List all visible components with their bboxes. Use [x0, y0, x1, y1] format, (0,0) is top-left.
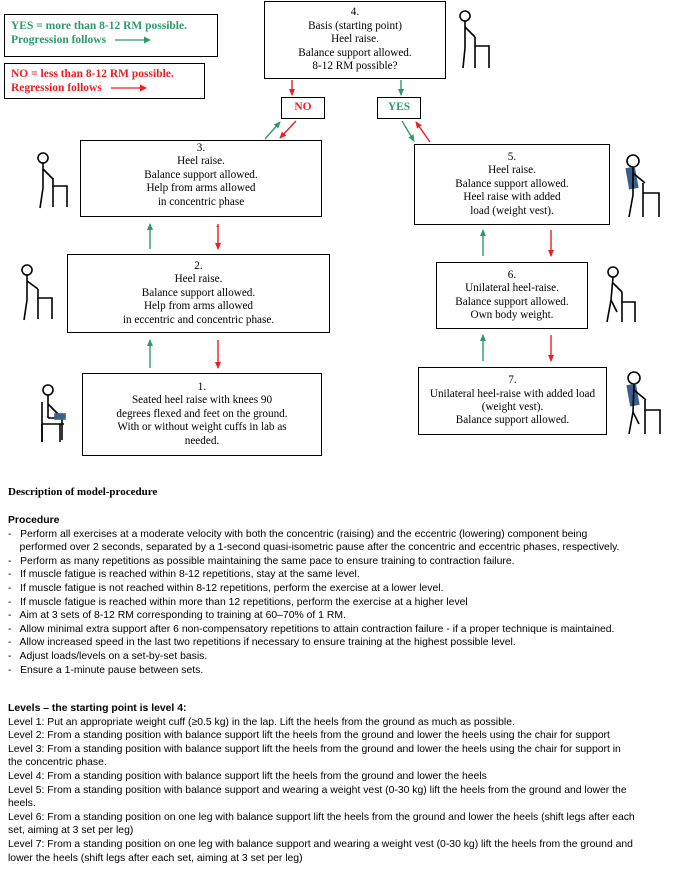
- level-5-box: 5.Heel raise.Balance support allowed.Hee…: [414, 144, 610, 225]
- no-tag: NO: [281, 97, 325, 119]
- person-weight-vest-icon: [626, 371, 661, 435]
- arrow-yes-to-5: [401, 120, 415, 142]
- legend-yes: YES = more than 8-12 RM possible. Progre…: [4, 14, 218, 57]
- procedure-item: - If muscle fatigue is reached within 8-…: [8, 569, 360, 581]
- b7-line: 7.: [508, 374, 517, 387]
- legend-yes-sub: Progression follows: [11, 33, 211, 47]
- level-description: Level 6: From a standing position on one…: [8, 811, 635, 823]
- level-description: Level 3: From a standing position with b…: [8, 743, 621, 755]
- b2-line: 2.: [194, 259, 203, 272]
- b7-line: Unilateral heel-raise with added load: [429, 387, 596, 400]
- person-one-leg-icon: [606, 266, 636, 323]
- b1-line: Seated heel raise with knees 90: [131, 394, 273, 407]
- level-description: lower the heels (shift legs after each s…: [8, 852, 303, 864]
- b5-line: load (weight vest).: [470, 204, 554, 217]
- b1-line: With or without weight cuffs in lab as: [117, 421, 287, 434]
- level-description: Level 7: From a standing position on one…: [8, 838, 633, 850]
- person-weight-vest-icon: [625, 154, 660, 218]
- b4-line: 8-12 RM possible?: [312, 60, 398, 73]
- b7-line: Balance support allowed.: [455, 414, 570, 427]
- b1-line: degrees flexed and feet on the ground.: [116, 407, 288, 420]
- green-arrow-icon: [114, 36, 151, 44]
- level-4-box: 4.Basis (starting point)Heel raise.Balan…: [264, 1, 446, 79]
- levels-list: Level 1: Put an appropriate weight cuff …: [8, 716, 683, 866]
- b5-line: Balance support allowed.: [455, 177, 569, 190]
- person-standing-chair-icon: [21, 264, 53, 321]
- b4-line: Balance support allowed.: [298, 46, 412, 59]
- b4-line: Basis (starting point): [308, 19, 402, 32]
- b2-line: in eccentric and concentric phase.: [122, 313, 275, 326]
- b5-line: Heel raise with added: [463, 191, 561, 204]
- legend-no-sub: Regression follows: [11, 81, 198, 95]
- level-description: Level 4: From a standing position with b…: [8, 770, 487, 782]
- level-description: the concentric phase.: [8, 757, 107, 769]
- procedure-item: performed over 2 seconds, separated by a…: [8, 542, 620, 554]
- person-standing-chair-icon: [37, 152, 68, 209]
- legend-no: NO = less than 8-12 RM possible. Regress…: [4, 63, 205, 99]
- levels-section: Levels – the starting point is level 4: …: [8, 702, 683, 865]
- legend-yes-title: YES = more than 8-12 RM possible.: [11, 20, 187, 32]
- level-2-box: 2.Heel raise.Balance support allowed.Hel…: [67, 254, 330, 333]
- procedure-item: - Perform all exercises at a moderate ve…: [8, 528, 588, 540]
- procedure-item: - Allow increased speed in the last two …: [8, 637, 516, 649]
- procedure-item: - If muscle fatigue is reached within mo…: [8, 596, 468, 608]
- b2-line: Heel raise.: [174, 273, 223, 286]
- b2-line: Help from arms allowed: [143, 300, 254, 313]
- procedure-item: - If muscle fatigue is not reached withi…: [8, 582, 444, 594]
- b3-line: 3.: [196, 141, 206, 154]
- description-title: Description of model-procedure: [8, 486, 158, 498]
- level-description: heels.: [8, 798, 36, 810]
- levels-title: Levels – the starting point is level 4:: [8, 703, 187, 714]
- b7-line: (weight vest).: [481, 401, 544, 413]
- person-seated-icon: [41, 384, 66, 442]
- level-description: Level 2: From a standing position with b…: [8, 730, 610, 742]
- b3-line: Balance support allowed.: [144, 168, 258, 181]
- red-arrow-icon: [110, 84, 147, 92]
- legend-yes-sub-text: Progression follows: [11, 34, 107, 46]
- b4-line: 4.: [350, 6, 360, 19]
- b5-line: 5.: [507, 150, 517, 163]
- level-6-box: 6.Unilateral heel-raise.Balance support …: [436, 262, 588, 329]
- level-7-box: 7.Unilateral heel-raise with added load(…: [418, 367, 607, 435]
- arrow-5-to-yes: [415, 121, 431, 143]
- procedure-item: - Adjust loads/levels on a set-by-set ba…: [8, 650, 208, 662]
- b3-line: Help from arms allowed: [146, 182, 256, 195]
- yes-tag: YES: [377, 97, 421, 119]
- b2-line: Balance support allowed.: [141, 286, 256, 299]
- person-standing-chair-icon: [459, 10, 490, 69]
- b3-line: in concentric phase: [157, 195, 245, 208]
- procedure-item: - Aim at 3 sets of 8-12 RM corresponding…: [8, 610, 346, 622]
- b1-line: needed.: [184, 434, 220, 447]
- b6-line: Own body weight.: [470, 308, 554, 321]
- procedure-item: - Perform as many repetitions as possibl…: [8, 555, 515, 567]
- b3-line: Heel raise.: [177, 155, 225, 168]
- b6-line: 6.: [507, 268, 517, 281]
- procedure-item: - Allow minimal extra support after 6 no…: [8, 623, 615, 635]
- legend-no-sub-text: Regression follows: [11, 82, 102, 94]
- procedure-list: - Perform all exercises at a moderate ve…: [8, 528, 683, 678]
- flow-arrows: [21, 10, 661, 442]
- b6-line: Unilateral heel-raise.: [465, 282, 559, 295]
- procedure-title: Procedure: [8, 515, 60, 526]
- b4-line: Heel raise.: [331, 33, 379, 46]
- level-description: set, aiming at 3 set per leg): [8, 825, 134, 837]
- b5-line: Heel raise.: [488, 164, 536, 177]
- level-description: Level 5: From a standing position with b…: [8, 784, 627, 796]
- arrow-3-to-no: [264, 121, 281, 140]
- legend-no-title: NO = less than 8-12 RM possible.: [11, 68, 174, 80]
- b6-line: Balance support allowed.: [455, 295, 569, 308]
- arrow-no-to-3: [279, 120, 297, 139]
- procedure-section: Procedure - Perform all exercises at a m…: [8, 514, 683, 677]
- procedure-item: - Ensure a 1-minute pause between sets.: [8, 664, 204, 676]
- b1-line: 1.: [197, 380, 207, 393]
- level-description: Level 1: Put an appropriate weight cuff …: [8, 716, 515, 728]
- level-3-box: 3.Heel raise.Balance support allowed.Hel…: [80, 140, 322, 217]
